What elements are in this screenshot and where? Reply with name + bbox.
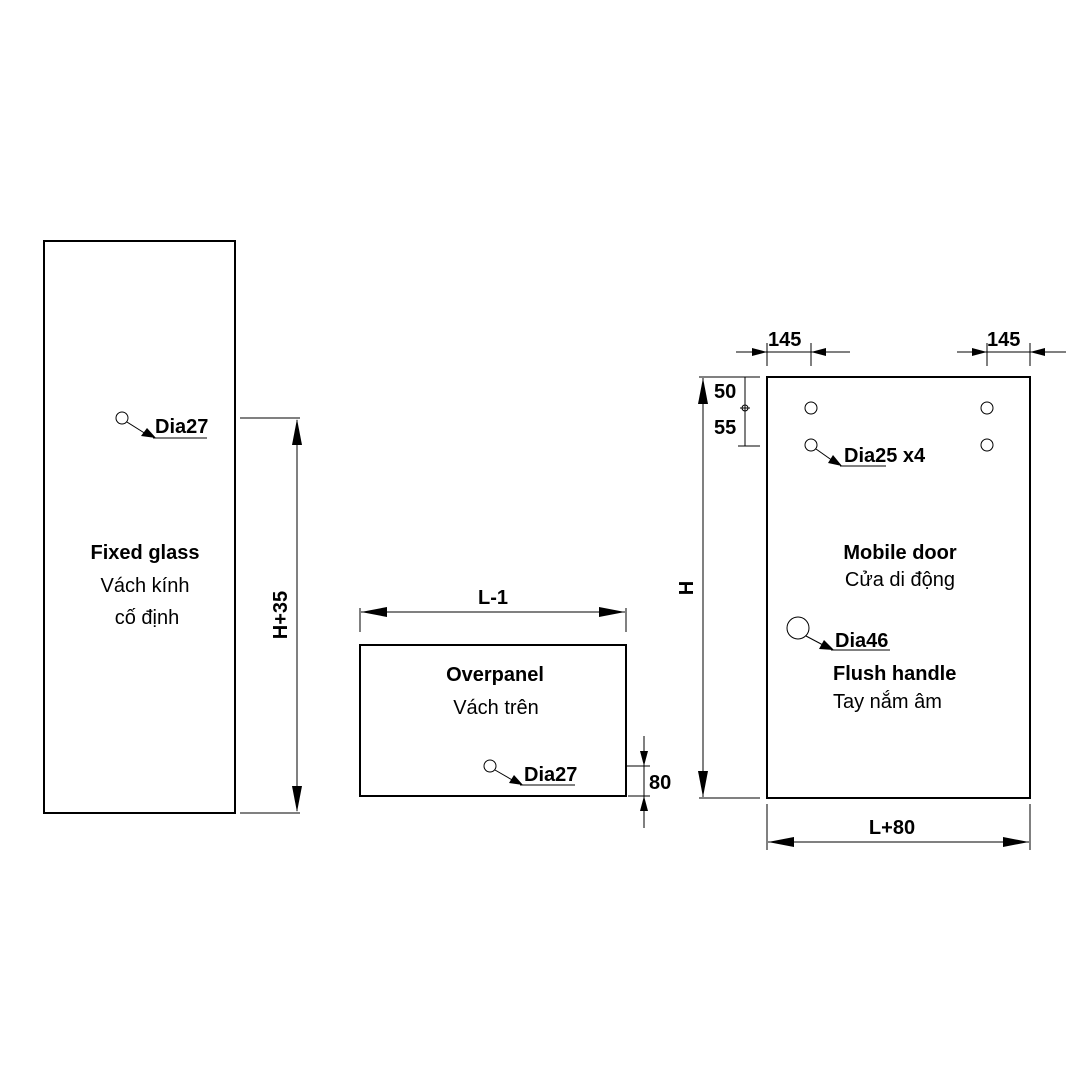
fixed-glass-hole-icon — [115, 411, 129, 425]
right-offset-dim: 145 — [987, 329, 1020, 351]
fixed-glass-subtitle-1: Vách kính — [101, 575, 190, 597]
holes-label: Dia25 x4 — [844, 445, 926, 467]
overpanel-hole-label: Dia27 — [524, 764, 577, 786]
mobile-door-panel: 145 145 50 55 Dia25 x4 Mobile door Cửa d… — [676, 329, 1066, 850]
overpanel-hole-icon — [483, 759, 497, 773]
door-height-dim: H — [676, 581, 698, 595]
door-width-dim: L+80 — [869, 817, 915, 839]
handle-title: Flush handle — [833, 663, 956, 685]
fixed-glass-hole-leader — [126, 421, 147, 435]
hole-icon-bottom-left — [804, 438, 818, 452]
fixed-glass-subtitle-2: cố định — [115, 607, 180, 629]
hole-spacing-dim: 55 — [714, 417, 736, 439]
hole-icon-top-right — [980, 401, 994, 415]
mobile-door-title: Mobile door — [843, 542, 957, 564]
overpanel-title: Overpanel — [446, 664, 544, 686]
fixed-glass-hole-label: Dia27 — [155, 416, 208, 438]
handle-hole-leader — [805, 635, 824, 646]
overpanel-panel: L-1 Overpanel Vách trên Dia27 80 — [359, 587, 671, 828]
top-offset-dim: 50 — [714, 381, 736, 403]
handle-hole-icon — [786, 616, 810, 640]
fixed-glass-title: Fixed glass — [91, 542, 200, 564]
fixed-glass-panel: Dia27 Fixed glass Vách kính cố định H+35 — [43, 240, 302, 814]
left-offset-dim: 145 — [768, 329, 801, 351]
handle-hole-label: Dia46 — [835, 630, 888, 652]
overpanel-width-dim: L-1 — [478, 587, 508, 609]
overpanel-outline — [359, 644, 627, 797]
overpanel-edge-dim: 80 — [649, 772, 671, 794]
holes-leader — [815, 448, 834, 462]
fixed-glass-height-dim: H+35 — [270, 591, 292, 639]
hole-icon-top-left — [804, 401, 818, 415]
mobile-door-outline — [766, 376, 1031, 799]
overpanel-subtitle: Vách trên — [453, 697, 539, 719]
overpanel-hole-leader — [494, 769, 515, 782]
hole-icon-bottom-right — [980, 438, 994, 452]
handle-subtitle: Tay nắm âm — [833, 690, 942, 713]
mobile-door-subtitle: Cửa di động — [845, 569, 955, 591]
fixed-glass-outline — [43, 240, 236, 814]
